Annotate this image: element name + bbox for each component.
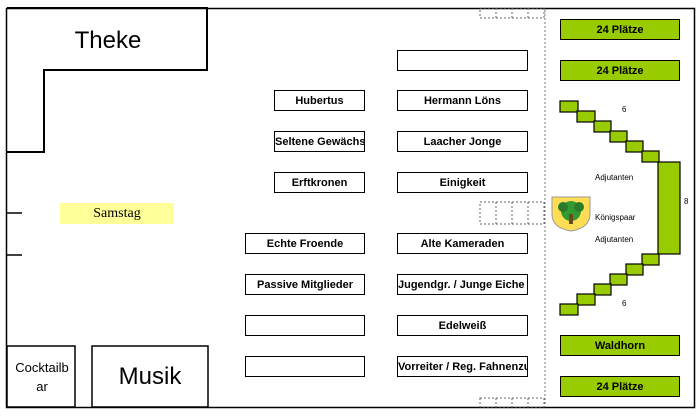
day-label: Samstag [60,203,174,224]
head-table-top-2[interactable]: 24 Plätze [560,60,680,81]
musik-outline [91,345,209,408]
table-empty-top[interactable] [397,50,528,71]
theke-label: Theke [74,27,142,54]
table-alte-kameraden[interactable]: Alte Kameraden [397,233,528,254]
theke-outline [7,7,208,153]
musik-label: Musik [118,363,182,390]
table-einigkeit[interactable]: Einigkeit [397,172,528,193]
seat-count-upper: 6 [622,105,627,114]
table-hubertus[interactable]: Hubertus [274,90,365,111]
stair-seats-lower [559,253,660,316]
outer-wall [5,7,696,409]
table-empty-1[interactable] [245,315,365,336]
cocktail-bar-label: Cocktailb ar [15,360,69,394]
adjutanten-top-label: Adjutanten [595,173,634,182]
dashed-chairs-top [479,7,545,19]
dashed-chairs-middle [479,201,545,225]
dashed-chairs-bottom [479,397,545,408]
table-jugendgruppe[interactable]: Jugendgr. / Junge Eiche [397,274,528,295]
adjutanten-bottom-label: Adjutanten [595,235,634,244]
table-edelweiss[interactable]: Edelweiß [397,315,528,336]
table-laacher-jonge[interactable]: Laacher Jonge [397,131,528,152]
side-long-table [657,161,681,255]
table-erftkronen[interactable]: Erftkronen [274,172,365,193]
table-vorreiter[interactable]: Vorreiter / Reg. Fahnenzug [397,356,528,377]
table-echte-froende[interactable]: Echte Froende [245,233,365,254]
seat-count-side: 8 [684,197,689,206]
koenigspaar-label: Königspaar [595,213,636,222]
table-passive-mitglieder[interactable]: Passive Mitglieder [245,274,365,295]
cocktail-bar-outline [6,345,76,408]
stair-seats-upper [559,100,660,163]
green-tree-crest-icon [551,196,591,232]
head-table-waldhorn[interactable]: Waldhorn [560,335,680,356]
seat-count-lower: 6 [622,299,627,308]
table-hermann-loens[interactable]: Hermann Löns [397,90,528,111]
table-empty-2[interactable] [245,356,365,377]
head-table-bottom[interactable]: 24 Plätze [560,376,680,397]
table-seltene-gewaechse[interactable]: Seltene Gewächse [274,131,365,152]
head-table-top-1[interactable]: 24 Plätze [560,19,680,40]
